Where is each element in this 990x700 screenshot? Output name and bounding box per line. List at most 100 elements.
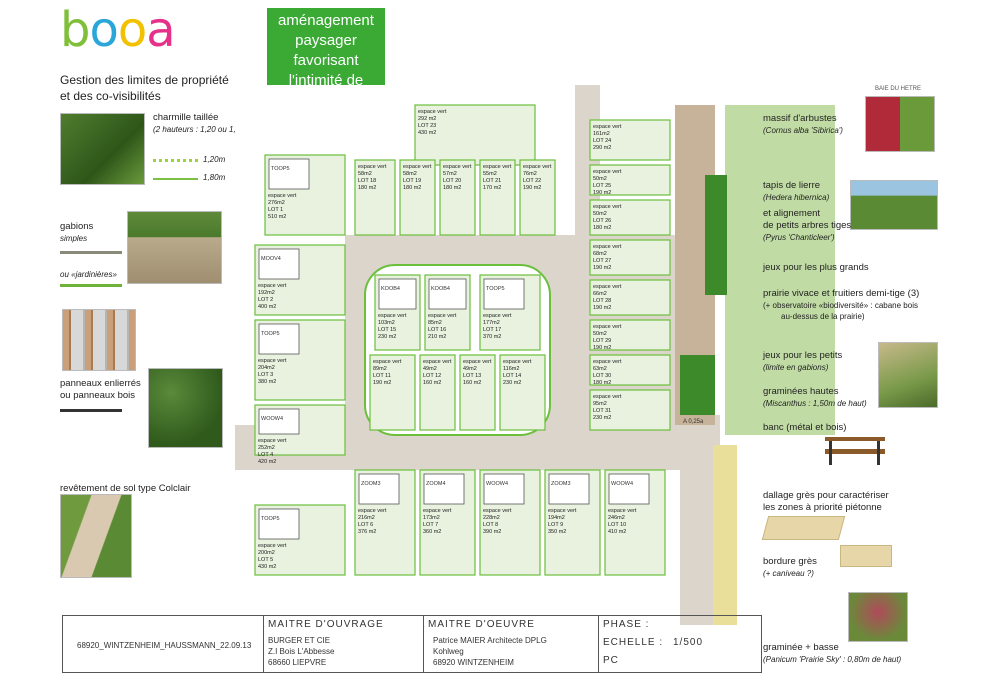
lot-parcel bbox=[519, 159, 556, 236]
lot-parcel bbox=[589, 164, 671, 196]
lot-label: 177m2 bbox=[483, 320, 500, 326]
lot-label: espace vert bbox=[548, 508, 577, 514]
lot-label: LOT 2 bbox=[258, 297, 273, 303]
lot-parcel bbox=[589, 389, 671, 431]
lot-label: 180 m2 bbox=[358, 185, 376, 191]
lot-label: LOT 20 bbox=[443, 178, 461, 184]
lot-label: LOT 29 bbox=[593, 338, 611, 344]
lot-label: 190 m2 bbox=[593, 345, 611, 351]
lot-label: 210 m2 bbox=[428, 334, 446, 340]
lot-label: espace vert bbox=[523, 164, 552, 170]
curb-stone bbox=[840, 545, 892, 567]
jeux-grands-label: jeux pour les plus grands bbox=[763, 262, 869, 273]
lot-label: 49m2 bbox=[463, 366, 477, 372]
lot-parcel bbox=[589, 199, 671, 236]
lot-label: 58m2 bbox=[358, 171, 372, 177]
lot-label: espace vert bbox=[463, 359, 492, 365]
lot-label: 170 m2 bbox=[483, 185, 501, 191]
lot-label: 76m2 bbox=[523, 171, 537, 177]
house-type-label: TOOP5 bbox=[261, 331, 280, 337]
massif-sub: (Cornus alba 'Sibirica') bbox=[763, 126, 843, 135]
lot-label: 192m2 bbox=[258, 290, 275, 296]
hedge-line-120 bbox=[153, 159, 198, 162]
lot-label: LOT 10 bbox=[608, 522, 626, 528]
lot-label: LOT 27 bbox=[593, 258, 611, 264]
house-footprint bbox=[483, 278, 525, 310]
lot-label: 376 m2 bbox=[358, 529, 376, 535]
hedge-photo bbox=[60, 113, 145, 185]
lot-parcel bbox=[589, 319, 671, 351]
house-footprint bbox=[378, 278, 417, 310]
house-footprint bbox=[268, 158, 310, 190]
title-line: et des co-visibilités bbox=[60, 89, 161, 103]
lot-label: 66m2 bbox=[593, 291, 607, 297]
lot-label: espace vert bbox=[593, 284, 622, 290]
lot-label: 390 m2 bbox=[483, 529, 501, 535]
lot-label: LOT 9 bbox=[548, 522, 563, 528]
lot-label: 180 m2 bbox=[593, 225, 611, 231]
lot-label: 89m2 bbox=[373, 366, 387, 372]
lot-label: espace vert bbox=[358, 508, 387, 514]
cornus-photo bbox=[865, 96, 935, 152]
lot-label: 252m2 bbox=[258, 445, 275, 451]
lot-label: 173m2 bbox=[423, 515, 440, 521]
lot-label: 50m2 bbox=[593, 331, 607, 337]
gabions-alt: ou «jardinières» bbox=[60, 270, 117, 279]
lot-parcel bbox=[589, 119, 671, 161]
lot-parcel bbox=[419, 354, 456, 431]
logo-letter: o bbox=[89, 2, 118, 58]
lot-label: 216m2 bbox=[358, 515, 375, 521]
lot-parcel bbox=[414, 104, 536, 166]
wood-panel-photo bbox=[62, 309, 136, 371]
graminee-basse-sub: (Panicum 'Prairie Sky' : 0,80m de haut) bbox=[763, 655, 902, 664]
lot-label: LOT 6 bbox=[358, 522, 373, 528]
graminees-hautes-label: graminées hautes bbox=[763, 386, 839, 397]
plan-top-note: BAIE DU HETRE bbox=[875, 86, 921, 92]
panicum-photo bbox=[848, 592, 908, 642]
lot-label: LOT 16 bbox=[428, 327, 446, 333]
lot-parcel bbox=[439, 159, 476, 236]
lot-label: 292 m2 bbox=[418, 116, 436, 122]
house-footprint bbox=[548, 473, 590, 505]
lot-label: espace vert bbox=[258, 283, 287, 289]
lot-label: 400 m2 bbox=[258, 304, 276, 310]
lot-label: 103m2 bbox=[378, 320, 395, 326]
lot-label: 430 m2 bbox=[418, 130, 436, 136]
house-type-label: ZOOM3 bbox=[361, 481, 381, 487]
lot-label: espace vert bbox=[373, 359, 402, 365]
mo-line: BURGER ET CIE bbox=[268, 636, 331, 645]
prairie-sub2: au-dessus de la prairie) bbox=[781, 312, 865, 321]
lot-label: 116m2 bbox=[503, 366, 519, 372]
house-footprint bbox=[358, 473, 400, 505]
lot-label: LOT 31 bbox=[593, 408, 611, 414]
tapis-sub: (Hedera hibernica) bbox=[763, 193, 830, 202]
lot-parcel bbox=[589, 279, 671, 316]
lot-label: espace vert bbox=[403, 164, 432, 170]
booa-logo: booa bbox=[60, 2, 176, 58]
phase-label: PHASE : bbox=[603, 619, 650, 630]
banner-line: aménagement bbox=[278, 12, 374, 29]
banner-line: paysager bbox=[295, 32, 357, 49]
lot-label: LOT 28 bbox=[593, 298, 611, 304]
lot-label: LOT 1 bbox=[268, 207, 283, 213]
house-footprint bbox=[258, 408, 300, 435]
lot-label: espace vert bbox=[378, 313, 407, 319]
moe-line: 68920 WINTZENHEIM bbox=[433, 658, 514, 667]
lot-label: LOT 26 bbox=[593, 218, 611, 224]
sandstone-paving bbox=[713, 445, 737, 625]
lot-label: 420 m2 bbox=[258, 459, 276, 465]
hedge-h1: 1,20m bbox=[203, 155, 226, 164]
lot-label: 95m2 bbox=[593, 401, 607, 407]
lot-label: 246m2 bbox=[608, 515, 625, 521]
lot-label: 230 m2 bbox=[378, 334, 396, 340]
house-type-label: TOOP5 bbox=[261, 516, 280, 522]
lot-label: 194m2 bbox=[548, 515, 565, 521]
mo-title: MAITRE D'OUVRAGE bbox=[268, 619, 384, 630]
lot-label: espace vert bbox=[418, 109, 447, 115]
moe-title: MAITRE D'OEUVRE bbox=[428, 619, 535, 630]
title-line: Gestion des limites de propriété bbox=[60, 73, 229, 87]
house-type-label: ZOOM3 bbox=[551, 481, 571, 487]
gabion-line bbox=[60, 251, 122, 254]
house-type-label: WOOW4 bbox=[261, 416, 283, 422]
graminee-basse-label: graminée + basse bbox=[763, 642, 839, 653]
